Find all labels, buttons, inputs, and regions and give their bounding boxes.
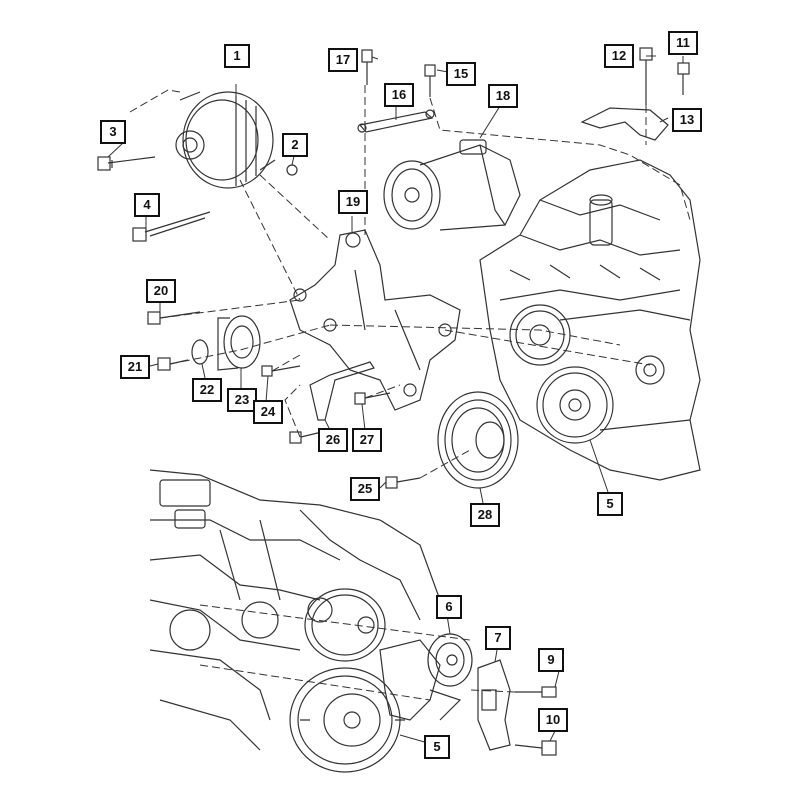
- callout-16: 16: [384, 83, 414, 107]
- callout-22: 22: [192, 378, 222, 402]
- callout-17: 17: [328, 48, 358, 72]
- accessory-bracket: [289, 229, 461, 411]
- callout-3: 3: [100, 120, 126, 144]
- callout-5-lower: 5: [424, 735, 450, 759]
- bolts-upper: [97, 47, 690, 489]
- callout-5-upper: 5: [597, 492, 623, 516]
- callout-15: 15: [446, 62, 476, 86]
- callout-21: 21: [120, 355, 150, 379]
- callout-28: 28: [470, 503, 500, 527]
- callout-9: 9: [538, 648, 564, 672]
- callout-18: 18: [488, 84, 518, 108]
- callout-12: 12: [604, 44, 634, 68]
- alternator: [175, 91, 276, 189]
- callout-24: 24: [253, 400, 283, 424]
- callout-1: 1: [224, 44, 250, 68]
- support-bracket: [580, 107, 669, 141]
- callout-11: 11: [668, 31, 698, 55]
- callout-7: 7: [485, 626, 511, 650]
- water-pump-pulley: [509, 304, 571, 366]
- idler-pulley-upper: [191, 315, 261, 371]
- callout-27: 27: [352, 428, 382, 452]
- engine-lower-view: [149, 469, 557, 773]
- callout-2: 2: [282, 133, 308, 157]
- callout-20: 20: [146, 279, 176, 303]
- callout-19: 19: [338, 190, 368, 214]
- power-steering-pulley: [437, 391, 519, 489]
- ac-compressor: [383, 139, 521, 231]
- callout-13: 13: [672, 108, 702, 132]
- callout-4: 4: [134, 193, 160, 217]
- crankshaft-damper-upper: [536, 366, 614, 444]
- callout-10: 10: [538, 708, 568, 732]
- callout-6: 6: [436, 595, 462, 619]
- callout-23: 23: [227, 388, 257, 412]
- callout-25: 25: [350, 477, 380, 501]
- engine-block-upper: [479, 159, 701, 481]
- callout-26: 26: [318, 428, 348, 452]
- tensioner-arm: [309, 361, 375, 421]
